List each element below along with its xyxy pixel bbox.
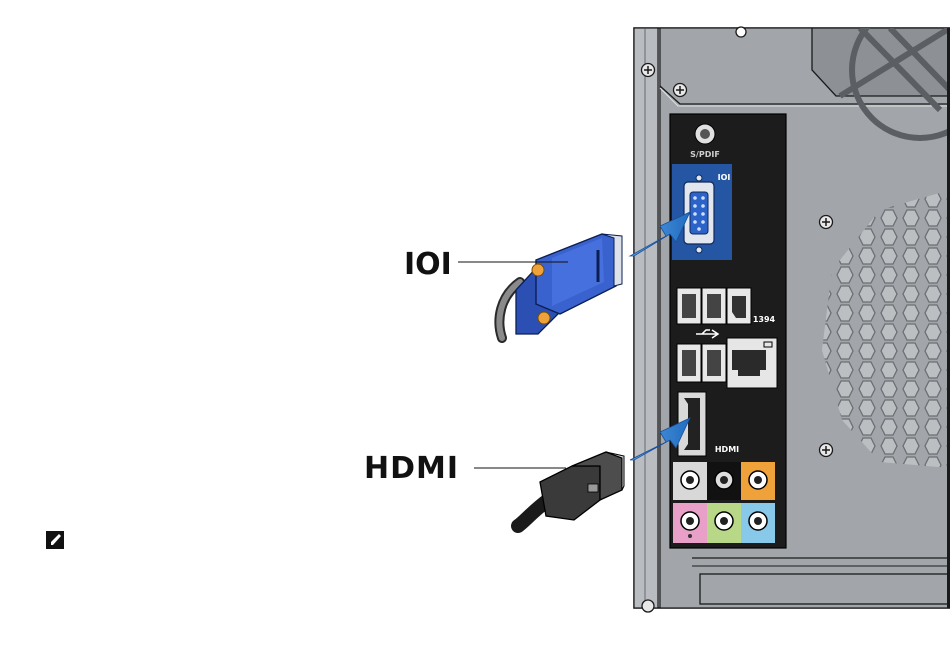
screw-icon: [642, 64, 655, 77]
firewire-port[interactable]: [727, 288, 751, 324]
audio-jack-line-in[interactable]: [741, 503, 775, 543]
pencil-note-icon: [46, 531, 64, 549]
hdmi-callout: HDMI: [364, 451, 566, 486]
hdmi-port-label: HDMI: [715, 445, 739, 454]
usb-port[interactable]: [677, 344, 701, 382]
screw-icon: [820, 216, 833, 229]
firewire-label: 1394: [753, 315, 776, 324]
usb-port[interactable]: [702, 288, 726, 324]
usb-port[interactable]: [677, 288, 701, 324]
screw-icon: [820, 444, 833, 457]
vga-port-label: IOI: [718, 173, 731, 182]
audio-jack-rear[interactable]: [707, 462, 741, 500]
ethernet-port[interactable]: [727, 338, 777, 388]
audio-jack-center[interactable]: [741, 462, 775, 500]
microphone-icon: [688, 534, 692, 538]
screw-icon: [674, 84, 687, 97]
screw-icon: [642, 600, 654, 612]
spdif-port[interactable]: [695, 124, 715, 144]
audio-jack-line-out[interactable]: [707, 503, 741, 543]
io-panel: S/PDIF IOI: [670, 114, 786, 548]
spdif-label: S/PDIF: [690, 150, 720, 159]
hdmi-callout-label: HDMI: [364, 451, 459, 486]
usb-port[interactable]: [702, 344, 726, 382]
vga-cable: [499, 234, 622, 338]
vga-callout-label: IOI: [404, 247, 452, 282]
hdmi-cable: [518, 452, 624, 526]
audio-jack-side[interactable]: [673, 462, 707, 500]
